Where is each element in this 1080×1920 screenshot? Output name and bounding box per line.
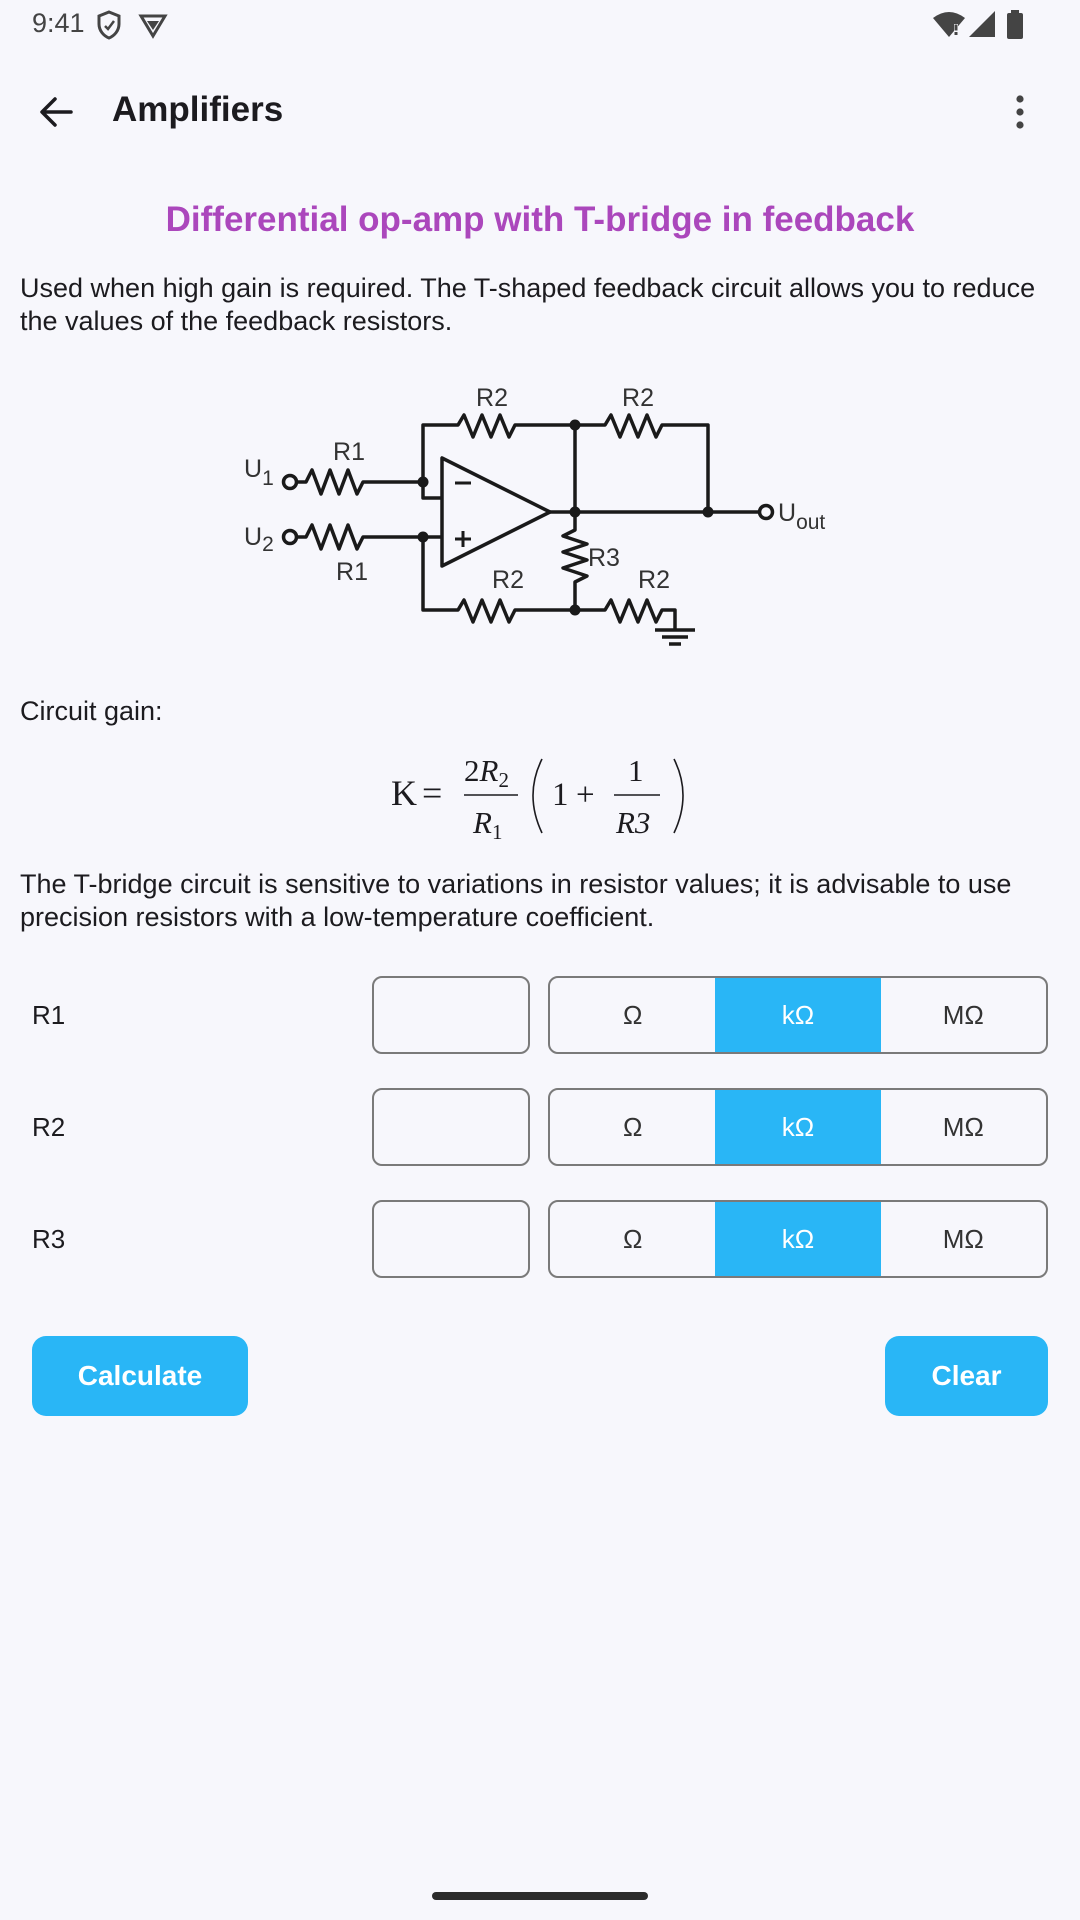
label-r2-top-left: R2: [476, 384, 508, 412]
formula-den1: R1: [472, 805, 502, 844]
formula-one: 1: [552, 777, 569, 813]
label-r1-bottom: R1: [336, 558, 368, 586]
r2-unit-kohm[interactable]: kΩ: [715, 1090, 881, 1164]
r2-unit-selector: Ω kΩ MΩ: [548, 1088, 1048, 1166]
battery-icon: [1007, 10, 1023, 39]
note-text: The T-bridge circuit is sensitive to var…: [20, 869, 1012, 932]
circuit-diagram: R2 R2 R1 R1 R3 R2 R2 U1 U2 Uout: [244, 384, 825, 646]
page-title: Differential op-amp with T-bridge in fee…: [165, 200, 915, 239]
row-label-r3: R3: [32, 1224, 66, 1254]
description-text: Used when high gain is required. The T-s…: [20, 273, 1036, 336]
more-vert-icon: [1016, 95, 1024, 129]
label-uout: Uout: [778, 499, 825, 534]
r2-unit-mohm[interactable]: MΩ: [942, 1111, 984, 1142]
wifi-icon: [933, 12, 965, 37]
app-bar: Amplifiers: [0, 64, 1080, 160]
formula-num1: 2R2: [464, 753, 509, 792]
status-time: 9:41: [32, 8, 85, 38]
r1-value-input[interactable]: [372, 976, 530, 1054]
row-label-r1: R1: [32, 1000, 66, 1030]
r1-unit-ohm[interactable]: Ω: [622, 999, 643, 1030]
label-u2: U2: [244, 523, 274, 556]
r1-unit-selector: Ω kΩ MΩ: [548, 976, 1048, 1054]
label-r2-bottom-right: R2: [638, 566, 670, 594]
calculate-button[interactable]: Calculate: [32, 1336, 248, 1416]
label-r2-bottom-left: R2: [492, 566, 524, 594]
label-r1-top: R1: [333, 438, 365, 466]
vpn-icon: [138, 14, 168, 39]
r2-value-input[interactable]: [372, 1088, 530, 1166]
r3-unit-mohm[interactable]: MΩ: [942, 1223, 984, 1254]
shield-icon: [97, 10, 121, 40]
r3-value-input[interactable]: [372, 1200, 530, 1278]
gain-formula: K = 2R2 R1 1 + 1 R3: [391, 753, 684, 844]
home-indicator[interactable]: [432, 1892, 648, 1900]
more-options-button[interactable]: [996, 84, 1044, 140]
formula-num2: 1: [628, 753, 644, 788]
formula-plus: +: [576, 777, 595, 813]
label-u1: U1: [244, 455, 274, 490]
r1-unit-mohm[interactable]: MΩ: [942, 999, 984, 1030]
r3-unit-ohm[interactable]: Ω: [622, 1223, 643, 1254]
formula-k: K: [391, 773, 417, 813]
label-r3: R3: [588, 544, 620, 572]
signal-icon: [969, 11, 995, 37]
arrow-back-icon: [40, 97, 73, 127]
back-button[interactable]: [28, 84, 84, 140]
formula-eq: =: [422, 773, 442, 813]
status-bar: 9:41: [0, 0, 1080, 48]
clear-button[interactable]: Clear: [885, 1336, 1048, 1416]
app-title: Amplifiers: [112, 90, 284, 129]
row-label-r2: R2: [32, 1112, 66, 1142]
r3-unit-selector: Ω kΩ MΩ: [548, 1200, 1048, 1278]
gain-label: Circuit gain:: [20, 696, 163, 726]
r2-unit-ohm[interactable]: Ω: [622, 1111, 643, 1142]
label-r2-top-right: R2: [622, 384, 654, 412]
formula-den2: R3: [615, 805, 650, 840]
r3-unit-kohm[interactable]: kΩ: [715, 1202, 881, 1276]
r1-unit-kohm[interactable]: kΩ: [715, 978, 881, 1052]
